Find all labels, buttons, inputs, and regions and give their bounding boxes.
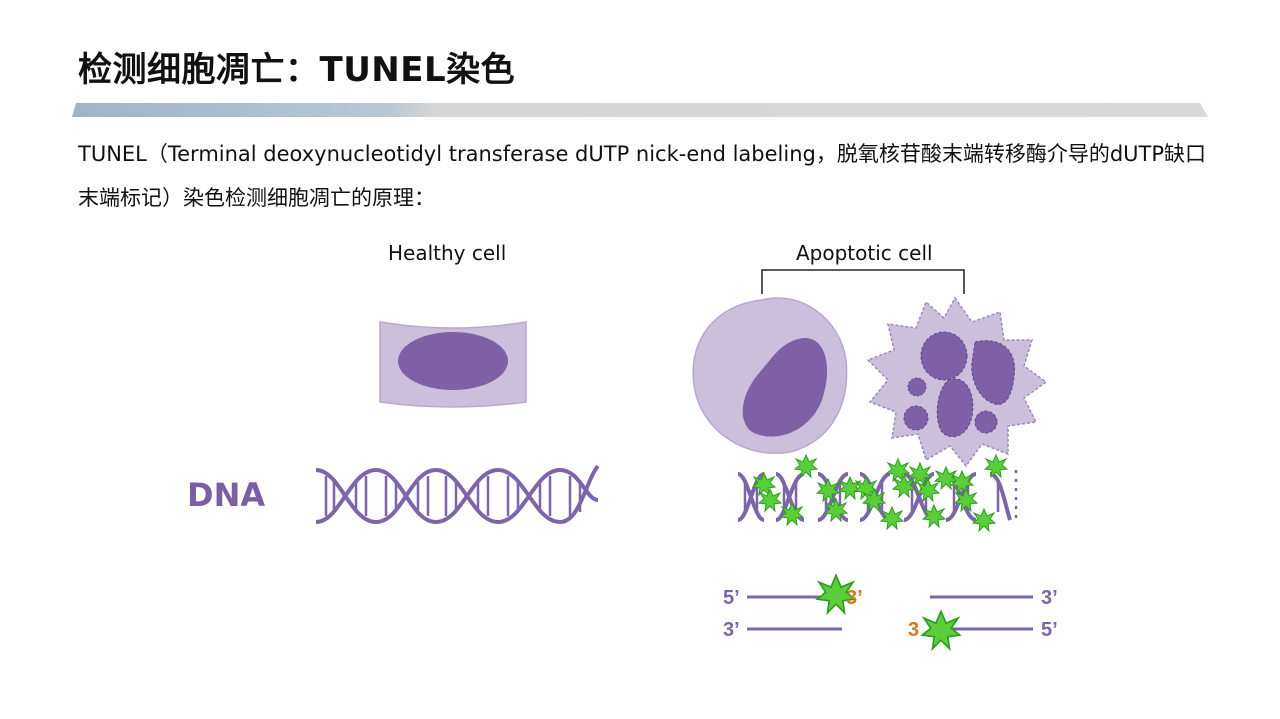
apoptotic-cell-shrunken-icon: [692, 297, 848, 454]
strand-end-3prime-bottom-left: 3’: [723, 619, 740, 641]
dna-label: DNA: [187, 476, 266, 514]
apoptotic-cell-label: Apoptotic cell: [796, 241, 933, 265]
healthy-cell-icon: [379, 321, 527, 408]
strand-end-5prime-top-left: 5’: [723, 587, 740, 609]
intro-paragraph: TUNEL（Terminal deoxynucleotidyl transfer…: [78, 142, 1207, 210]
page-title: 检测细胞凋亡：TUNEL染色: [78, 50, 516, 90]
apoptotic-bracket: [761, 269, 965, 294]
strand-end-3prime-labeled-bottom-right: 3: [908, 619, 920, 641]
healthy-dna-helix-icon: [315, 464, 600, 525]
strand-end-3prime-top-right: 3’: [1041, 587, 1058, 609]
healthy-cell-label: Healthy cell: [388, 241, 507, 265]
strand-end-label-markers: [816, 574, 961, 650]
title-underline-bar: [72, 103, 1208, 117]
strand-end-5prime-bottom-right: 5’: [1041, 619, 1058, 641]
strand-end-3prime-labeled-top-left: 3’: [846, 587, 863, 609]
strand-schematic: [747, 595, 1033, 631]
apoptotic-cell-fragmented-icon: [866, 296, 1048, 468]
